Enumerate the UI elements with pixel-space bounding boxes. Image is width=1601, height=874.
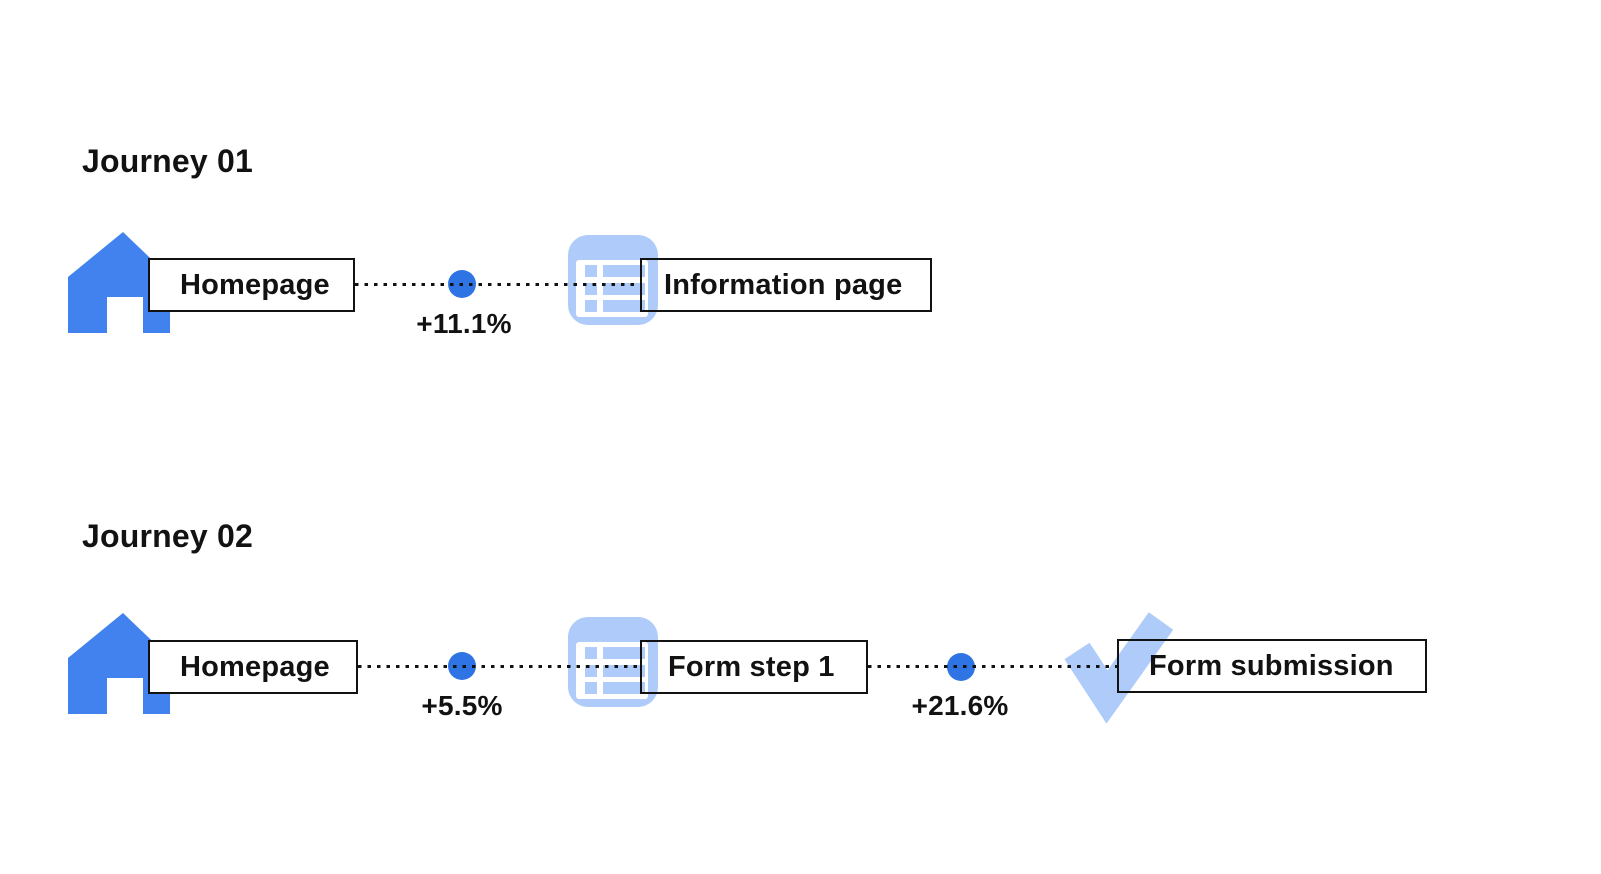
- transition-delta: +21.6%: [911, 690, 1009, 721]
- step-label: Homepage: [180, 268, 330, 301]
- information-page-icon: [568, 235, 658, 325]
- step-label-box: Form submission: [1117, 639, 1427, 693]
- step-label: Homepage: [180, 650, 330, 683]
- node-label-fill: [640, 640, 868, 694]
- node-label-fill: [1117, 639, 1427, 693]
- form-page-icon: [568, 617, 658, 707]
- home-icon: [68, 613, 170, 714]
- dotted-connector: [355, 283, 640, 286]
- step-label-box: Information page: [640, 258, 932, 312]
- node-label-fill: [148, 640, 358, 694]
- dotted-connector: [868, 665, 1117, 668]
- step-label: Form step 1: [668, 650, 835, 683]
- node-label-fill: [148, 258, 355, 312]
- transition-delta: +11.1%: [416, 308, 512, 339]
- step-label-box: Homepage: [148, 640, 358, 694]
- journey-02-title: Journey 02: [82, 518, 253, 554]
- step-label: Form submission: [1149, 649, 1394, 682]
- step-label: Information page: [664, 268, 903, 301]
- transition-delta: +5.5%: [421, 690, 503, 721]
- journey-01-title: Journey 01: [82, 143, 253, 179]
- step-label-box: Homepage: [148, 258, 355, 312]
- dotted-connector: [358, 665, 640, 668]
- node-label-fill: [640, 258, 932, 312]
- step-label-box: Form step 1: [640, 640, 868, 694]
- home-icon: [68, 232, 170, 333]
